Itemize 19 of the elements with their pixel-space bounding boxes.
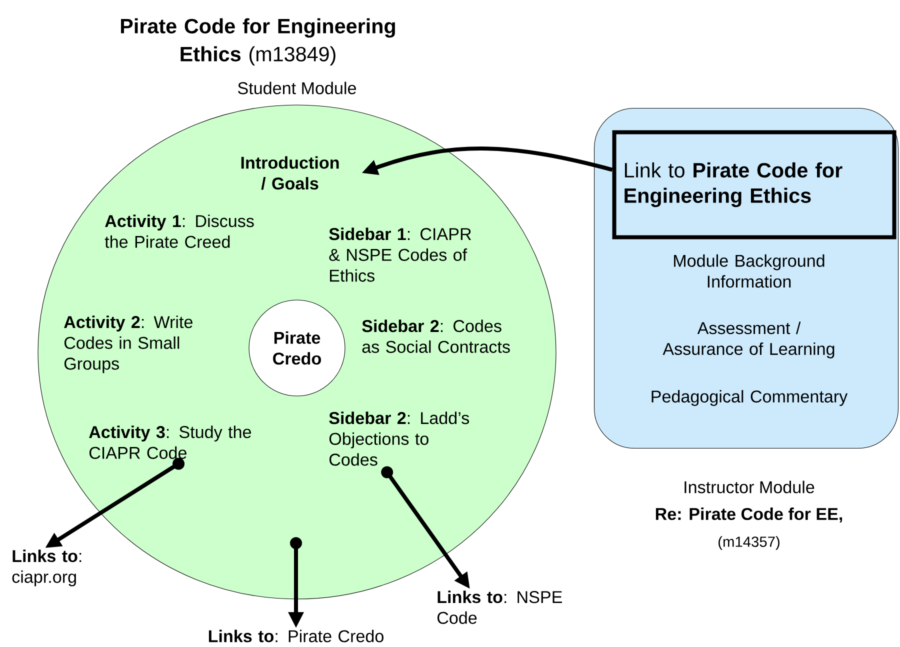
section-label: Sidebar 1: CIAPR & NSPE Codes of Ethics — [329, 228, 472, 282]
module-title: Pirate Code for Engineering Ethics (m13849) — [121, 18, 395, 66]
section-label: Introduction / Goals — [241, 156, 339, 190]
link-label: Links to: ciapr.org — [12, 550, 82, 586]
panel-item: Assessment / Assurance of Learning — [662, 322, 834, 358]
section-label: Sidebar 2: Codes as Social Contracts — [362, 320, 510, 353]
panel-item: Module Background Information — [674, 254, 824, 288]
module-subtitle: Student Module — [238, 82, 356, 94]
module-caption: Re: Pirate Code for EE, — [656, 508, 842, 522]
section-label: Activity 3: Study the CIAPR Code — [89, 426, 251, 459]
link-box: Link to Pirate Code for Engineering Ethics — [612, 130, 896, 240]
link-label: Links to: NSPE Code — [437, 590, 562, 624]
module-caption: (m14357) — [718, 536, 780, 550]
panel-item: Pedagogical Commentary — [652, 390, 848, 406]
section-label: Sidebar 2: Ladd’s Objections to Codes — [329, 412, 470, 466]
module-caption: Instructor Module — [684, 480, 814, 494]
link-label: Links to: Pirate Credo — [208, 630, 384, 642]
section-label: Activity 1: Discuss the Pirate Creed — [104, 214, 254, 248]
section-label: Activity 2: Write Codes in Small Groups — [64, 316, 192, 374]
